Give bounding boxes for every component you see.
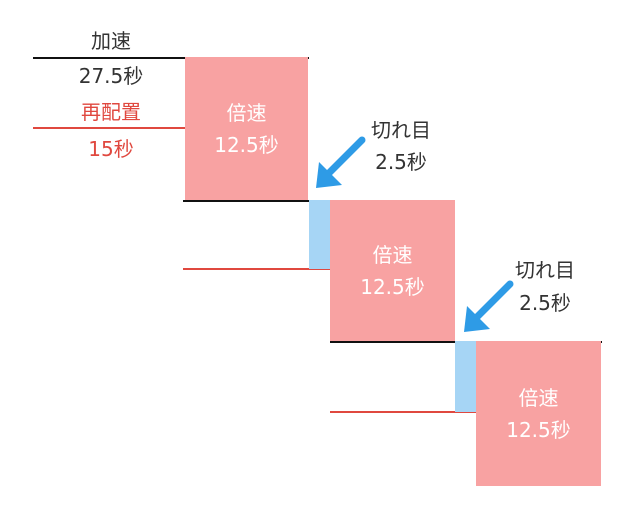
relocate-time: 15秒 [88,137,134,161]
speed-box-3: 倍速 12.5秒 [476,341,601,486]
relocate-label: 再配置 [81,100,141,124]
speed-box-1-time: 12.5秒 [214,132,279,157]
arrow-icon-2 [464,280,514,332]
gap-2-label: 切れ目 [515,258,575,282]
relocate-line-1 [33,127,185,129]
speed-box-2-time: 12.5秒 [360,274,425,299]
relocate-line-2 [183,268,330,270]
accel-time: 27.5秒 [78,64,144,88]
gap-2-time: 2.5秒 [519,291,571,315]
gap-1-label: 切れ目 [371,118,431,142]
speed-box-2-label: 倍速 [372,242,413,267]
gap-1-time: 2.5秒 [375,150,427,174]
gap-box-2 [455,341,476,412]
gap-box-1 [309,200,330,269]
speed-box-2: 倍速 12.5秒 [330,200,455,341]
speed-box-3-time: 12.5秒 [506,417,571,442]
speed-box-1-label: 倍速 [226,100,267,125]
speed-box-3-label: 倍速 [518,385,559,410]
accel-line-1 [33,57,309,59]
speed-box-1: 倍速 12.5秒 [185,57,308,200]
relocate-line-3 [330,411,476,413]
arrow-icon-1 [316,136,366,188]
accel-label: 加速 [91,29,131,53]
